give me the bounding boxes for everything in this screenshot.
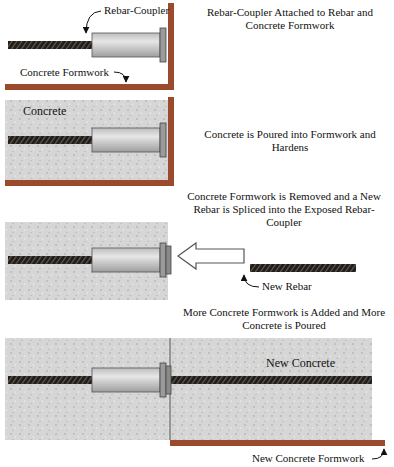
new-concrete-fill: [170, 338, 372, 440]
leader-arrow: [372, 449, 384, 459]
exposed-plate: [166, 246, 171, 274]
step-caption: Rebar-Coupler Attached to Rebar and Conc…: [207, 6, 373, 31]
step-caption: Concrete Formwork is Removed and a New R…: [187, 190, 381, 228]
rebar-coupler: [92, 128, 160, 152]
panel-three: [5, 222, 356, 300]
coupler-plate: [160, 123, 166, 157]
region-label: Concrete: [23, 104, 66, 118]
formwork-side: [168, 3, 174, 90]
new-rebar: [250, 264, 356, 272]
part-label: Concrete Formwork: [20, 66, 109, 79]
new-formwork-bottom: [170, 440, 385, 446]
rebar-coupler: [92, 368, 160, 392]
region-label: New Concrete: [266, 356, 335, 370]
step-caption: Rebar-Coupler Attached to Rebar and Conc…: [192, 6, 388, 32]
part-label: New Concrete Formwork: [252, 452, 364, 465]
leader-arrow: [114, 72, 126, 82]
concrete-fill: [5, 222, 168, 300]
coupler-plate: [160, 28, 166, 62]
part-label: Rebar-Coupler: [104, 4, 169, 16]
rebar: [8, 136, 92, 144]
panel-four: [5, 338, 385, 459]
step-caption: Concrete is Poured into Formwork and Har…: [204, 128, 375, 153]
part-label: New Concrete Formwork: [252, 452, 364, 464]
panel-two: [5, 97, 174, 186]
coupler-plate: [160, 363, 166, 397]
rebar-coupler: [92, 248, 160, 272]
concrete-region: Concrete: [5, 100, 168, 180]
leader-arrow: [86, 11, 101, 33]
rebar: [8, 256, 92, 264]
part-label: New Rebar: [262, 280, 312, 292]
rebar: [8, 41, 92, 49]
rebar: [8, 376, 372, 384]
concrete-region: New Concrete: [170, 338, 372, 440]
part-label: Concrete Formwork: [20, 66, 109, 78]
step-caption: More Concrete Formwork is Added and More…: [183, 306, 385, 331]
panel-one: [5, 3, 174, 90]
step-caption: Concrete is Poured into Formwork and Har…: [192, 128, 388, 154]
step-caption: Concrete Formwork is Removed and a New R…: [178, 190, 390, 229]
part-label: Rebar-Coupler: [104, 4, 169, 17]
formwork-bottom: [5, 180, 174, 186]
coupler-plate: [160, 243, 166, 277]
leader-arrow: [244, 275, 259, 287]
formwork-side: [168, 97, 174, 186]
splice-arrow: [178, 243, 244, 269]
formwork-bottom: [5, 84, 174, 90]
coupler-plate: [166, 366, 171, 394]
rebar-coupler: [92, 33, 160, 57]
concrete-fill: [5, 338, 170, 440]
part-label: New Rebar: [262, 280, 312, 293]
concrete-fill: [5, 100, 168, 180]
step-caption: More Concrete Formwork is Added and More…: [178, 306, 390, 332]
